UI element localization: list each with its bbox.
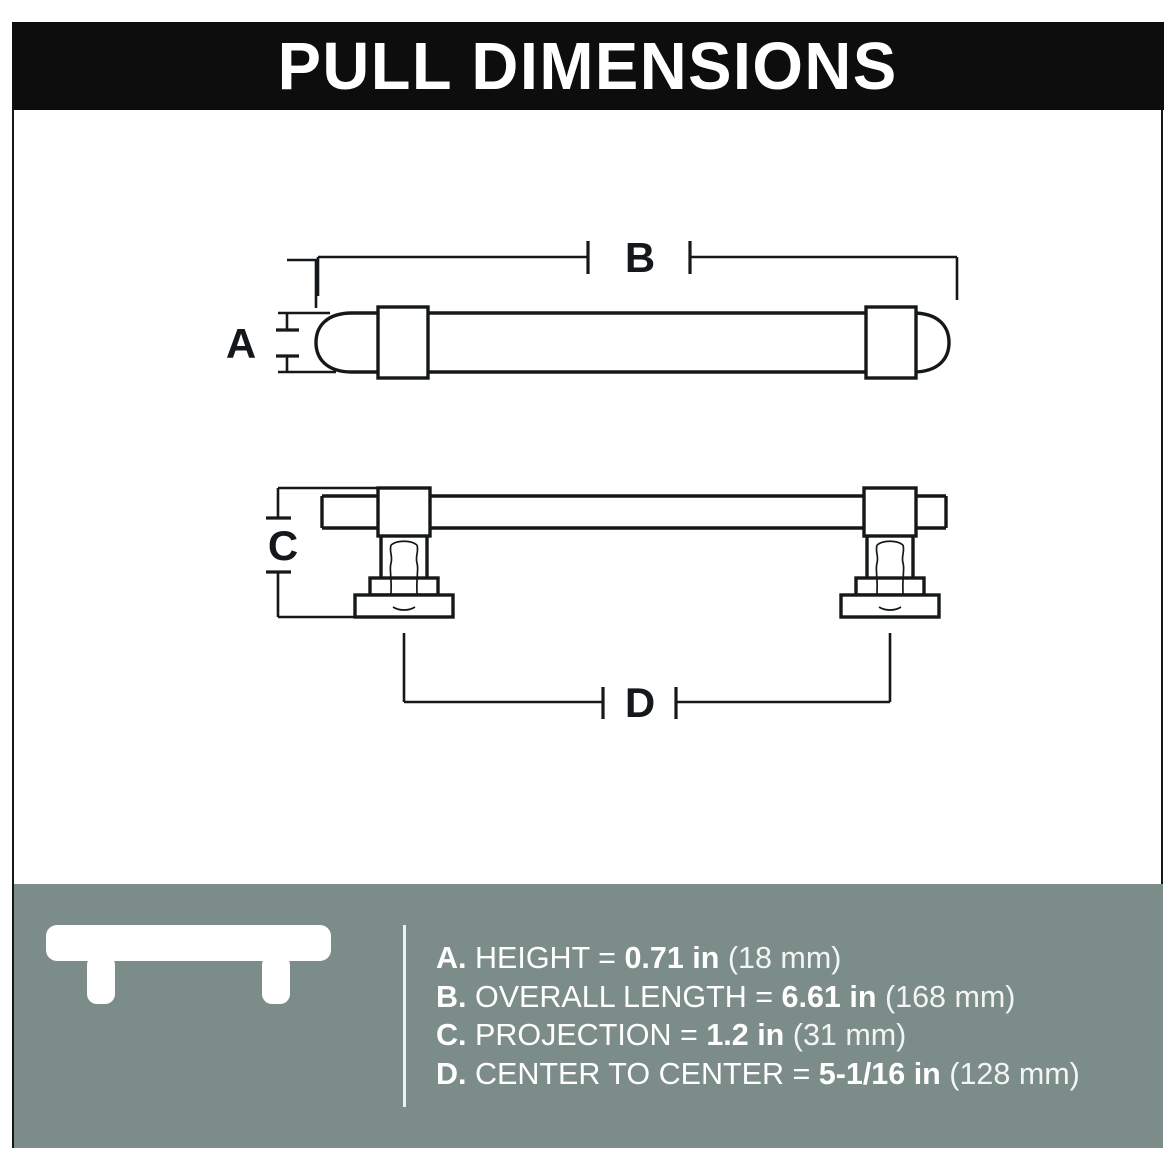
legend-label-d: CENTER TO CENTER = [474,1056,811,1091]
legend-value-a: 0.71 in [624,941,720,975]
right-post-thread-detail [875,540,905,611]
dimension-label-c: C [268,522,298,569]
footer-legend-band: A. HEIGHT = 0.71 in (18 mm) B. OVERALL L… [14,884,1163,1148]
left-post-thread-detail [389,540,419,611]
dimension-a-height [276,258,336,374]
legend-item-a: A. HEIGHT = 0.71 in (18 mm) [436,939,1163,978]
legend-metric-c: (31 mm) [792,1018,907,1052]
dimension-label-a: A [226,320,256,367]
right-mounting-post [839,536,941,619]
legend-metric-d: (128 mm) [949,1056,1080,1091]
legend-item-b: B. OVERALL LENGTH = 6.61 in (168 mm) [436,978,1163,1017]
legend-metric-b: (168 mm) [884,979,1016,1014]
legend-value-d: 5-1/16 in [818,1056,941,1091]
legend-item-c: C. PROJECTION = 1.2 in (31 mm) [436,1016,1163,1055]
footer-vertical-divider [403,925,406,1107]
side-profile-view [320,486,948,619]
legend-key-c: C. [436,1018,467,1052]
legend-label-b: OVERALL LENGTH = [474,979,774,1014]
legend-metric-a: (18 mm) [727,941,842,975]
dimension-legend-list: A. HEIGHT = 0.71 in (18 mm) B. OVERALL L… [403,884,1163,1148]
legend-value-b: 6.61 in [781,979,877,1014]
header-bar: PULL DIMENSIONS [12,22,1164,110]
bar-pull-silhouette-icon [46,925,331,1004]
legend-key-b: B. [436,979,467,1014]
legend-value-c: 1.2 in [706,1018,785,1052]
dimension-d-center-to-center [402,633,892,719]
dimension-label-b: B [625,234,655,281]
legend-key-a: A. [436,941,467,975]
page-title: PULL DIMENSIONS [277,28,899,104]
left-mounting-post [353,536,455,619]
dimension-b-overall-length [316,241,959,300]
dimension-label-d: D [625,679,655,726]
legend-item-d: D. CENTER TO CENTER = 5-1/16 in (128 mm) [436,1055,1163,1094]
dimension-c-projection [266,486,382,619]
legend-label-c: PROJECTION = [474,1018,698,1052]
legend-label-a: HEIGHT = [474,941,616,975]
front-elevation-view [314,305,951,380]
product-icon-cell [14,884,403,1148]
legend-key-d: D. [436,1056,467,1091]
